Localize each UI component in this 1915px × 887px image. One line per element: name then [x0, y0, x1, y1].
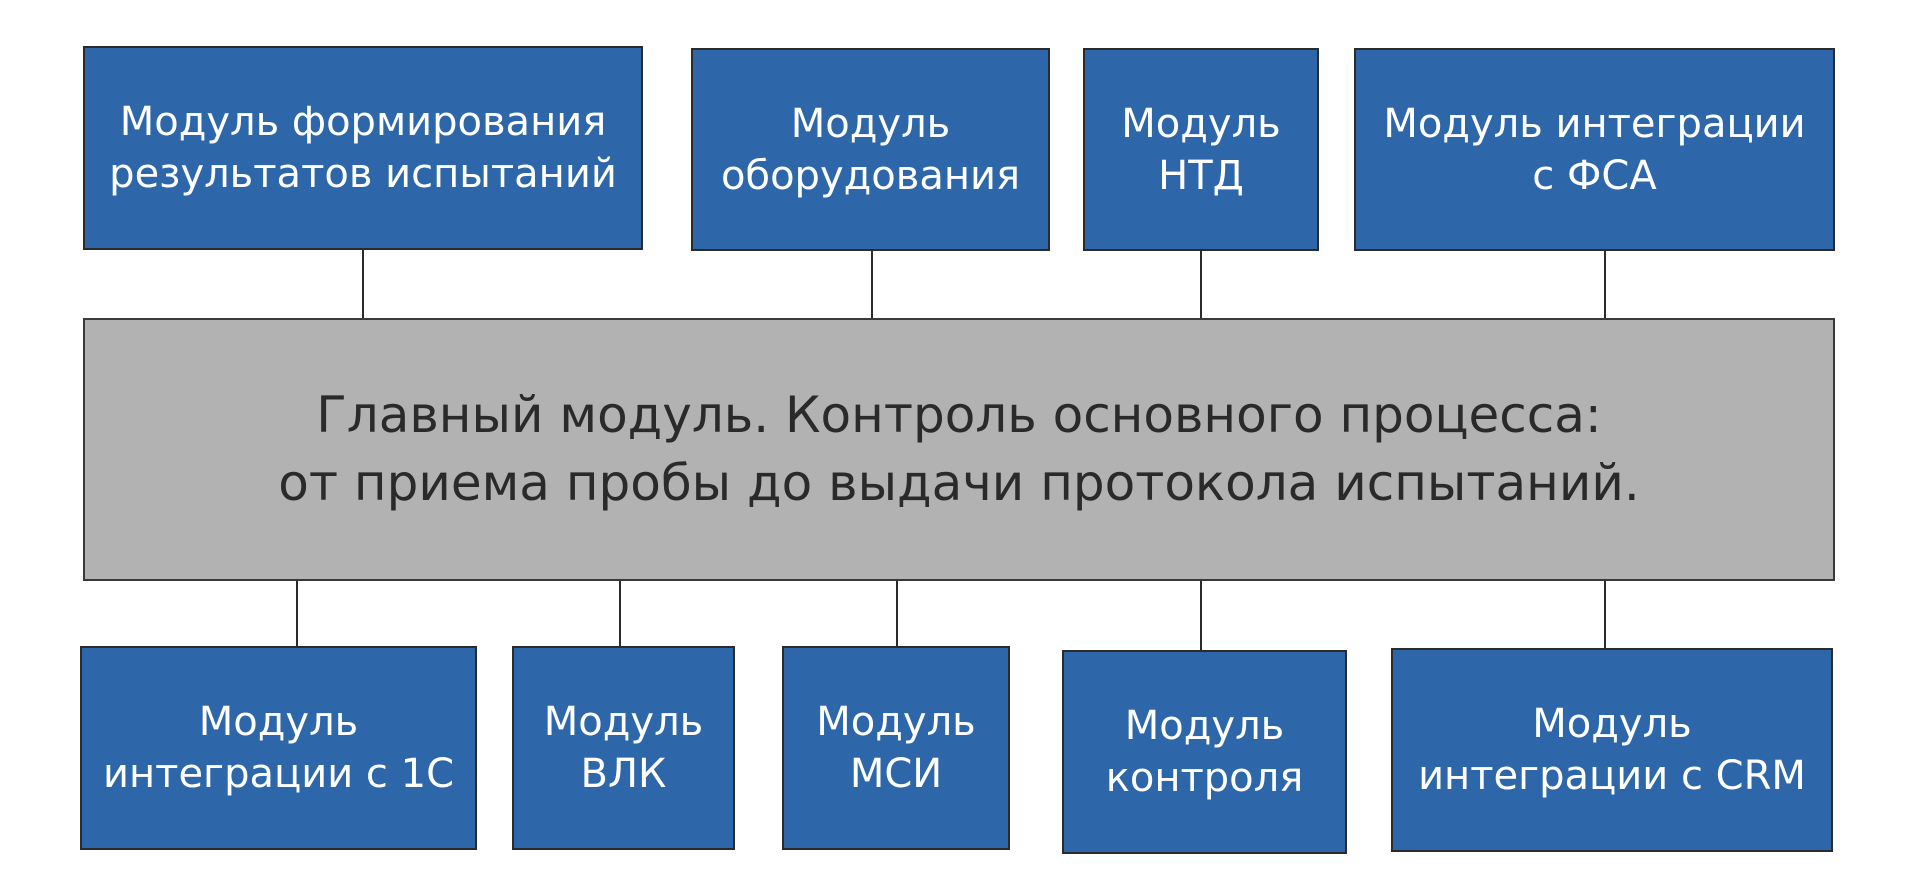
module-fsa-integration-line1: Модуль интеграции: [1383, 100, 1806, 147]
connector-top-4: [1604, 251, 1606, 320]
module-ntd-line2: НТД: [1158, 152, 1244, 199]
module-equipment-line2: оборудования: [720, 152, 1021, 199]
module-test-results-line1: Модуль формирования: [119, 99, 607, 145]
module-msi-line2: МСИ: [849, 751, 943, 797]
connector-top-3: [1200, 251, 1202, 320]
connector-bottom-2: [619, 580, 621, 648]
module-control: Модуль контроля: [1062, 650, 1347, 854]
module-1c-integration-line2: интеграции с 1С: [103, 751, 454, 797]
main-module-line2: от приема пробы до выдачи протокола испы…: [278, 453, 1640, 512]
module-test-results-line2: результатов испытаний: [109, 151, 617, 197]
main-module: Главный модуль. Контроль основного проце…: [83, 318, 1835, 581]
module-control-line2: контроля: [1105, 755, 1304, 801]
connector-bottom-4: [1200, 580, 1202, 652]
module-fsa-integration: Модуль интеграции с ФСА: [1354, 48, 1835, 251]
main-module-line1: Главный модуль. Контроль основного проце…: [316, 386, 1602, 444]
connector-top-2: [871, 251, 873, 320]
module-vlk-line1: Модуль: [543, 699, 704, 745]
module-crm-integration-line1: Модуль: [1532, 701, 1692, 747]
module-ntd-line1: Модуль: [1121, 100, 1281, 147]
module-vlk: Модуль ВЛК: [512, 646, 735, 850]
module-fsa-integration-line2: с ФСА: [1532, 152, 1657, 199]
connector-bottom-3: [896, 580, 898, 648]
module-crm-integration: Модуль интеграции с CRM: [1391, 648, 1833, 852]
module-ntd: Модуль НТД: [1083, 48, 1319, 251]
connector-bottom-5: [1604, 580, 1606, 650]
connector-bottom-1: [296, 580, 298, 648]
module-equipment-line1: Модуль: [790, 100, 951, 147]
module-1c-integration: Модуль интеграции с 1С: [80, 646, 477, 850]
module-equipment: Модуль оборудования: [691, 48, 1050, 251]
module-1c-integration-line1: Модуль: [198, 699, 359, 745]
module-vlk-line2: ВЛК: [580, 751, 667, 797]
module-test-results: Модуль формирования результатов испытани…: [83, 46, 643, 250]
module-msi: Модуль МСИ: [782, 646, 1010, 850]
module-msi-line1: Модуль: [816, 699, 976, 745]
connector-top-1: [362, 250, 364, 320]
module-crm-integration-line2: интеграции с CRM: [1418, 753, 1806, 799]
module-control-line1: Модуль: [1124, 703, 1285, 749]
